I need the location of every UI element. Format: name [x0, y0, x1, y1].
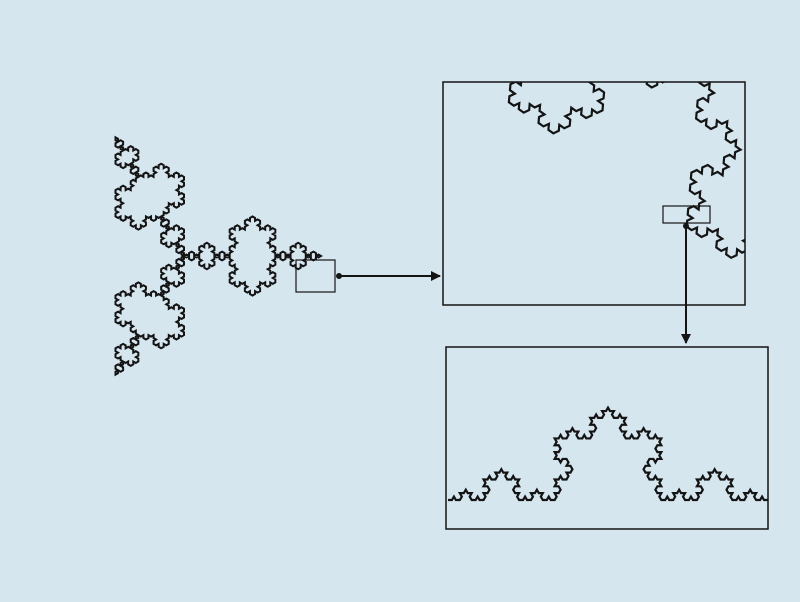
zoom-panel-1-frame	[442, 81, 746, 306]
zoom-panel-2	[445, 346, 769, 530]
zoom-panel-1-koch-curve	[507, 82, 745, 260]
snowflake-selection-box	[295, 259, 336, 293]
zoom-panel-2-frame	[445, 346, 769, 530]
zoom-selection-box	[662, 205, 711, 224]
zoom-arrow-right-origin-dot	[336, 273, 342, 279]
zoom-panel-1	[442, 81, 746, 306]
zoom-arrow-down-origin-dot	[683, 223, 689, 229]
koch-snowflake	[114, 135, 324, 377]
zoom-panel-2-koch-curve	[448, 405, 768, 502]
